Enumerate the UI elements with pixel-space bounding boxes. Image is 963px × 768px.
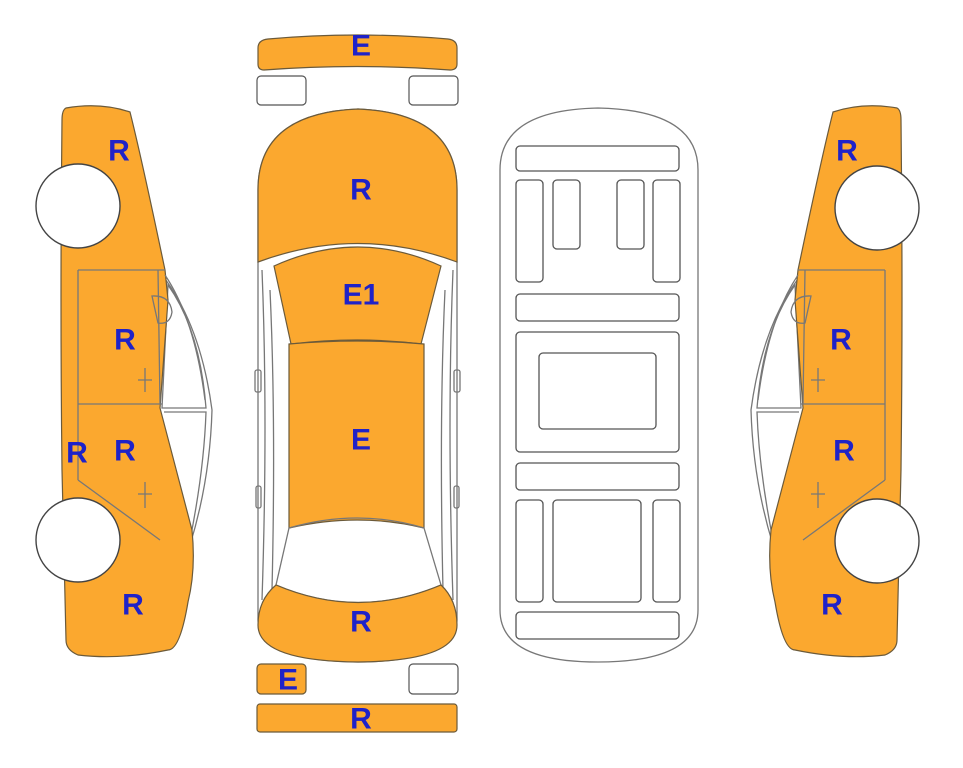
label-left-rear-quarter: R [122,589,144,622]
underbody-rear-bar [515,611,680,640]
hood-panel[interactable] [257,108,458,263]
left-front-door-handle [138,368,152,392]
label-rear-left-small: E [278,664,298,697]
front-bumper-panel[interactable] [257,34,458,71]
right-panel-lines [798,269,886,541]
label-right-rear-door: R [833,435,855,468]
left-mirror-rear [255,485,262,509]
trunk-panel[interactable] [257,584,458,663]
underbody-front-inner-right [616,179,645,250]
left-mirror [254,369,262,393]
underbody-front-inner-left [552,179,581,250]
label-left-front-door: R [114,324,136,357]
right-door-window-curve [757,274,812,401]
underbody-view [499,107,699,663]
right-front-door-handle [811,368,825,392]
underbody-front-left-rail [515,179,544,283]
rear-left-small-panel[interactable] [256,663,307,695]
windshield-panel[interactable] [273,246,442,345]
left-headlight-panel[interactable] [256,75,307,106]
rear-right-light-panel[interactable] [408,663,459,695]
underbody-mid-bar [515,293,680,322]
right-front-wheel [834,165,920,251]
left-side-view [35,105,213,658]
underbody-rear-cross-bar [515,462,680,491]
label-roof: E [351,424,371,457]
rear-window-outline [275,517,442,604]
rear-bumper-panel[interactable] [256,703,458,733]
label-rear-bumper: R [350,703,372,736]
underbody-floor-inner [538,352,657,430]
label-left-rear-door: R [114,435,136,468]
right-rear-door-handle [811,482,825,508]
left-panel-lines [77,269,165,541]
code-labels: E R E1 E R E R R R R R R R R R R [66,30,858,736]
underbody-front-bar [515,145,680,172]
right-mirror-rear [453,485,460,509]
label-right-front-door: R [830,324,852,357]
left-side-lines [261,269,275,601]
right-mirror [453,369,461,393]
left-front-wheel [35,163,121,249]
underbody-rear-center [552,499,642,603]
underbody-rear-right-rail [652,499,681,603]
right-side-lines [440,269,454,601]
left-rear-wheel [35,497,121,583]
underbody-outline [499,107,699,663]
label-left-sill: R [66,437,88,470]
label-right-rear-quarter: R [821,589,843,622]
underbody-rear-left-rail [515,499,544,603]
left-door-window-curve [151,274,206,401]
label-right-front-fender: R [836,135,858,168]
underbody-front-right-rail [652,179,681,283]
right-side-view [750,105,920,658]
label-trunk: R [350,606,372,639]
label-left-front-fender: R [108,135,130,168]
top-view [254,34,461,733]
label-front-bumper: E [351,30,371,63]
label-windshield: E1 [343,279,380,312]
left-rear-door-handle [138,482,152,508]
right-rear-wheel [834,498,920,584]
right-headlight-panel[interactable] [408,75,459,106]
label-hood: R [350,174,372,207]
